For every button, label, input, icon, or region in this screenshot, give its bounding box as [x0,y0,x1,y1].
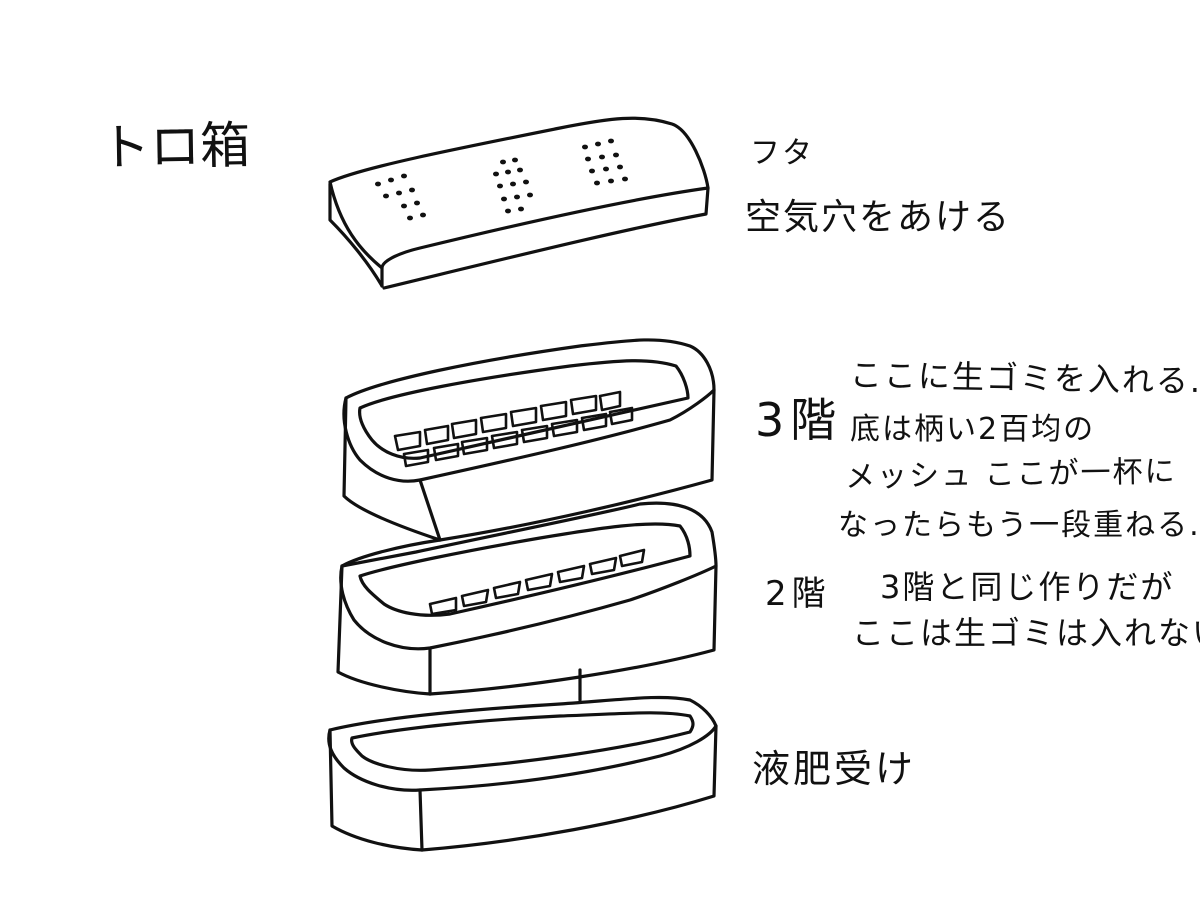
lid-label: フタ [750,136,814,171]
lid-note: 空気穴をあける [745,197,1012,238]
tier2-note-line: ここは生ゴミは入れない [852,614,1200,652]
tier3-drawing [342,338,716,542]
tier3-note-line: メッシュ ここが一杯に [844,454,1177,495]
air-hole-cluster-left [375,173,426,221]
tier2-label: 2階 [765,574,831,614]
air-hole-cluster-center [493,157,533,214]
bottom-drawing [327,668,718,852]
air-hole-cluster-right [582,138,628,186]
tier3-note-line: なったらもう一段重ねる. [838,508,1200,543]
bottom-label: 液肥受け [752,747,917,791]
tier3-mesh [393,390,634,468]
lid-drawing [328,116,710,290]
tier2-drawing [336,501,718,696]
tier2-mesh [428,548,646,616]
tier3-label: 3階 [755,393,843,447]
tier2-note-line: 3階と同じ作りだが [880,568,1175,606]
tier3-note-line: ここに生ゴミを入れる. [849,356,1200,401]
tier3-note-line: 底は柄い2百均の [850,412,1096,447]
diagram-title: トロ箱 [99,116,251,177]
